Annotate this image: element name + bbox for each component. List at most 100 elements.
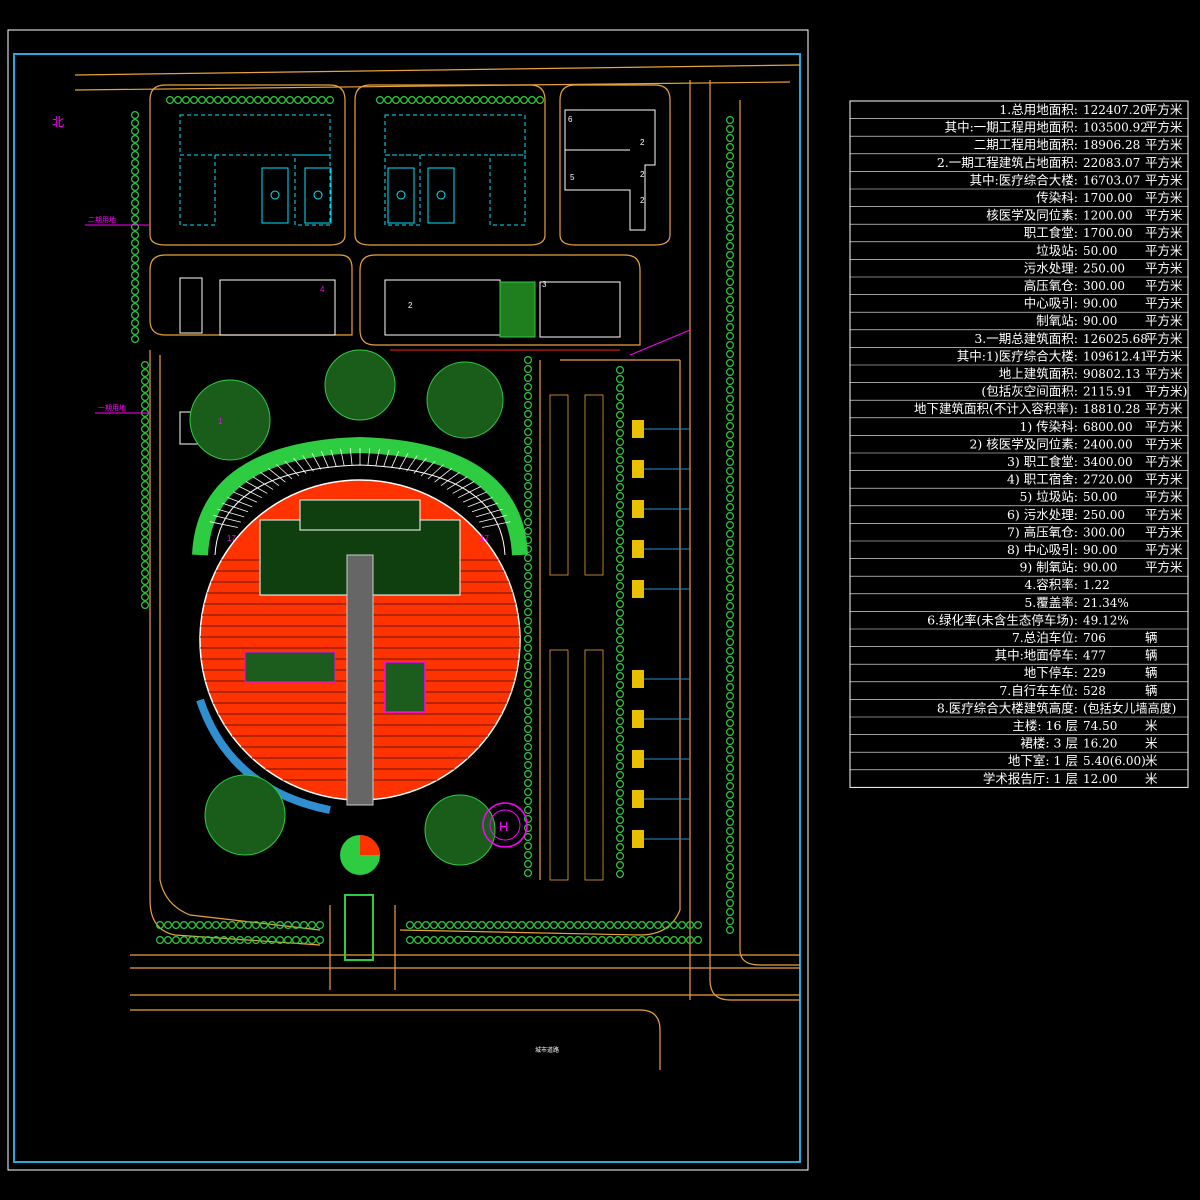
tree-symbol — [523, 706, 532, 715]
table-row-value: 122407.20 — [1083, 103, 1148, 117]
tree-symbol — [478, 935, 487, 944]
tree-symbol — [725, 646, 734, 655]
tree-symbol — [523, 778, 532, 787]
tree-symbol — [470, 935, 479, 944]
tree-symbol — [464, 95, 473, 104]
tree-symbol — [615, 393, 624, 402]
arc-ray — [213, 514, 241, 523]
tree-symbol — [725, 718, 734, 727]
tree-symbol — [494, 935, 503, 944]
tree-symbol — [164, 920, 173, 929]
table-row-value: 16.20 — [1083, 737, 1117, 751]
table-row-unit: 平方米 — [1145, 542, 1183, 557]
tree-symbol — [523, 580, 532, 589]
table-row-label: 地下室: 1 层 — [1008, 753, 1078, 768]
building-2d-label: 2 — [408, 301, 413, 310]
arc-ray — [232, 491, 258, 503]
table-row-value: 90.00 — [1083, 561, 1117, 575]
tree-symbol — [502, 920, 511, 929]
tree-symbol — [131, 207, 140, 216]
tree-symbol — [416, 95, 425, 104]
arc-ray — [227, 496, 253, 508]
table-row-value: 18906.28 — [1083, 138, 1140, 152]
table-row-value: (包括女儿墙高度) — [1083, 700, 1176, 715]
arc-ray — [406, 455, 418, 472]
table-border — [849, 100, 1189, 788]
tree-symbol — [725, 260, 734, 269]
tree-symbol — [725, 170, 734, 179]
tree-symbol — [725, 422, 734, 431]
tree-symbol — [131, 110, 140, 119]
table-row-value: 90.00 — [1083, 297, 1117, 311]
tree-symbol — [621, 920, 630, 929]
table-row-label: 8) 中心吸引: — [1007, 542, 1078, 557]
tree-symbol — [523, 509, 532, 518]
tree-symbol — [533, 920, 542, 929]
table-row-value: 49.12% — [1083, 613, 1129, 627]
table-row-unit: 平方米 — [1145, 296, 1183, 311]
building-5-label: 5 — [570, 173, 575, 182]
tree-symbol — [725, 485, 734, 494]
tree-symbol — [615, 599, 624, 608]
tree-symbol — [456, 95, 465, 104]
tree-symbol — [725, 799, 734, 808]
tree-symbol — [174, 95, 183, 104]
parking-slot — [632, 420, 644, 438]
tree-symbol — [510, 935, 519, 944]
table-row-label: 7) 高压氧仓: — [1007, 524, 1078, 539]
tree-symbol — [615, 824, 624, 833]
tree-symbol — [523, 616, 532, 625]
tree-symbol — [260, 935, 269, 944]
tree-symbol — [131, 247, 140, 256]
table-row-label: 4.容积率: — [1024, 577, 1078, 592]
arc-ray — [457, 486, 481, 499]
tree-symbol — [725, 709, 734, 718]
tree-symbol — [725, 736, 734, 745]
arc-ray — [434, 467, 453, 483]
tree-symbol — [629, 935, 638, 944]
tree-symbol — [523, 625, 532, 634]
building-3-label: 3 — [542, 280, 547, 289]
tree-symbol — [486, 935, 495, 944]
tree-symbol — [204, 920, 213, 929]
table-row-value: 250.00 — [1083, 508, 1125, 522]
statistics-table: 1.总用地面积:122407.20平方米其中:一期工程用地面积:103500.9… — [849, 100, 1189, 788]
tree-symbol — [615, 483, 624, 492]
table-row-unit: 平方米 — [1145, 348, 1183, 363]
tree-symbol — [141, 552, 150, 561]
tree-symbol — [196, 920, 205, 929]
arc-ray — [320, 451, 329, 468]
tree-symbol — [725, 898, 734, 907]
tree-symbol — [725, 395, 734, 404]
north-buildings — [179, 114, 526, 226]
tree-symbol — [206, 95, 215, 104]
tree-symbol — [523, 446, 532, 455]
tree-symbol — [376, 95, 385, 104]
table-row-unit: 平方米 — [1145, 243, 1183, 258]
tree-symbol — [661, 935, 670, 944]
tree-symbol — [605, 935, 614, 944]
tree-symbol — [462, 920, 471, 929]
table-row-value: 1200.00 — [1083, 209, 1133, 223]
tree-symbol — [220, 920, 229, 929]
table-row-value: 90802.13 — [1083, 367, 1140, 381]
tree-symbol — [472, 95, 481, 104]
tree-symbol — [615, 590, 624, 599]
tree-symbol — [523, 841, 532, 850]
tree-symbol — [677, 920, 686, 929]
tree-symbol — [131, 263, 140, 272]
tree-symbol — [725, 251, 734, 260]
tree-symbol — [725, 610, 734, 619]
tree-symbol — [523, 823, 532, 832]
tree-symbol — [292, 935, 301, 944]
tree-symbol — [725, 494, 734, 503]
tree-symbol — [310, 95, 319, 104]
tree-symbol — [725, 404, 734, 413]
table-row-unit: 辆 — [1145, 665, 1158, 680]
tree-symbol — [236, 920, 245, 929]
tree-symbol — [131, 199, 140, 208]
tree-symbol — [725, 871, 734, 880]
tree-symbol — [597, 935, 606, 944]
tree-symbol — [523, 787, 532, 796]
tree-symbol — [557, 935, 566, 944]
